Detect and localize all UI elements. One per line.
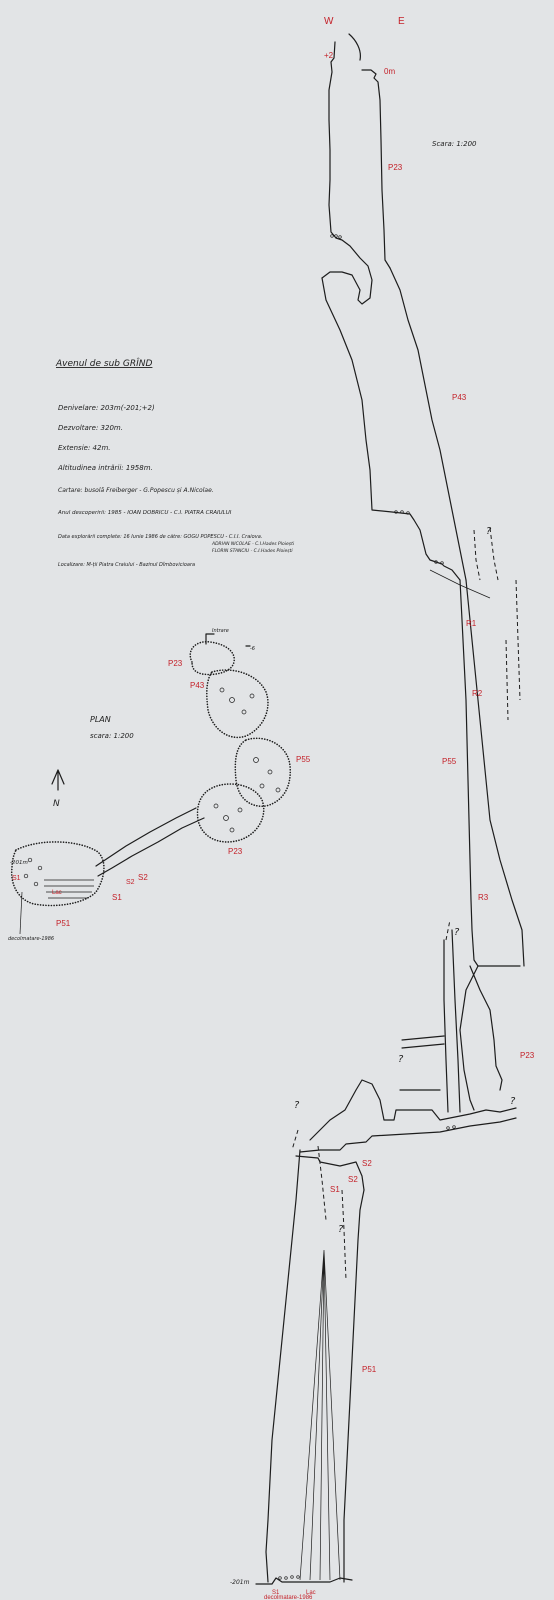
floor-pebbles: [278, 234, 456, 1580]
p23-mid-outline: [459, 965, 503, 1111]
info-dezvoltare: Dezvoltare: 320m.: [58, 424, 123, 432]
plan-p43-label: P43: [190, 681, 205, 690]
elev-zero-label: 0m: [384, 67, 395, 76]
plan-gallery: [95, 807, 205, 877]
p43-shaft-outline: [321, 267, 467, 581]
lac-label: Lac: [306, 1590, 316, 1596]
gallery-floor-steps: [295, 1117, 517, 1191]
decolmatare-label: decolmatare-1986: [264, 1595, 313, 1600]
plan-p55-chamber: [234, 737, 291, 807]
info-explorare: Data explorării complete: 16 Iunie 1986 …: [58, 534, 262, 540]
p23-lower-bulge: [321, 237, 373, 305]
p43-unexplored-dash: [473, 527, 499, 581]
info-denivelare: Denivelare: 203m(-201;+2): [58, 404, 155, 412]
info-explorer-3: FLORIN STANCIU - C.I.Hades Ploiești: [212, 548, 293, 554]
p55-label: P55: [442, 757, 457, 766]
plan-p55-label: P55: [296, 755, 311, 764]
info-extensie: Extensie: 42m.: [58, 444, 111, 452]
p51-shaft-outline: [265, 1149, 365, 1583]
elev-plus2-label: +2: [324, 51, 334, 60]
plan-p51-chamber: [10, 841, 105, 907]
plan-lac-hatching: [44, 879, 94, 899]
p51-dashed-walls: [291, 1129, 347, 1281]
plan-p23-mid-label: P23: [228, 847, 243, 856]
plan-intrare-label: Intrare: [212, 628, 229, 634]
plan-view: PLAN scara: 1:200 N Intrare -6 P23 P43 P…: [8, 628, 311, 942]
info-descoperire: Anul descoperirii: 1985 - IOAN DOBRICU -…: [57, 510, 232, 516]
question-mark-2: ?: [454, 927, 460, 938]
plan-s1-label: S1: [112, 893, 122, 902]
north-label: N: [53, 799, 60, 809]
plan-scale: scara: 1:200: [90, 732, 134, 740]
plan-minus6-label: -6: [250, 646, 255, 652]
info-block: Avenul de sub GRÎND Denivelare: 203m(-20…: [55, 357, 295, 568]
p23-mid-label: P23: [520, 1051, 535, 1060]
plan-decolmatare-label: decolmatare-1986: [8, 936, 54, 942]
question-mark-3: ?: [398, 1054, 404, 1065]
p55-shaft-outline: [459, 579, 525, 967]
s1-label: S1: [330, 1185, 340, 1194]
plan-decolmatare-leader: [19, 891, 23, 935]
plan-s1-red-label: S1: [12, 875, 21, 882]
r3-label: R3: [478, 893, 489, 902]
question-mark-5: ?: [294, 1100, 300, 1111]
entrance-marker: [205, 633, 251, 647]
plan-s2-label: S2: [138, 873, 148, 882]
plan-p51-label: P51: [56, 919, 71, 928]
p23-parallel-shaft: [443, 929, 461, 1113]
compass-e-label: E: [398, 16, 405, 27]
p55-side-dash: [505, 579, 521, 721]
p51-label: P51: [362, 1365, 377, 1374]
entrance-outline: [328, 33, 391, 269]
plan-p43-chamber: [206, 669, 269, 739]
info-localizare: Localizare: M-ții Piatra Craiului - Bazi…: [58, 561, 195, 568]
compass-w-label: W: [324, 16, 334, 27]
p23-top-label: P23: [388, 163, 403, 172]
s2b-label: S2: [348, 1175, 358, 1184]
plan-p23-top-label: P23: [168, 659, 183, 668]
p51-debris-fans: [299, 1249, 341, 1581]
question-mark-1: ?: [486, 526, 492, 537]
plan-title: PLAN: [90, 715, 111, 724]
question-mark-4: ?: [510, 1096, 516, 1107]
p23-shaft-dash: [445, 919, 451, 941]
plan-lac-label: Lac: [52, 890, 62, 896]
section-scale-label: Scara: 1:200: [432, 140, 477, 148]
plan-depth-label: -201m: [10, 860, 28, 866]
cave-title: Avenul de sub GRÎND: [55, 357, 152, 369]
info-explorer-2: ADRIAN NICOLAE - C.I.Hades Ploiești: [211, 541, 295, 547]
info-altitudine: Altitudinea intrării: 1958m.: [57, 464, 153, 472]
gallery-roof: [309, 1079, 517, 1141]
bottom-s1-label: S1: [272, 1590, 280, 1596]
p51-floor: [255, 1577, 353, 1585]
north-arrow-icon: N: [51, 769, 65, 809]
section-view: W E Scara: 1:200: [230, 16, 535, 1600]
info-cartare: Cartare: busolă Freiberger - G.Popescu ș…: [58, 487, 214, 494]
plan-p23-mid-chamber: [196, 783, 265, 843]
plan-s2b-label: S2: [126, 879, 135, 886]
r1-label: R1: [466, 619, 477, 628]
r2-label: R2: [472, 689, 483, 698]
depth-label: -201m: [230, 1579, 250, 1586]
side-passage-outline: [399, 1035, 445, 1091]
question-mark-6: ?: [338, 1224, 344, 1235]
p43-label: P43: [452, 393, 467, 402]
s2a-label: S2: [362, 1159, 372, 1168]
plan-boulders: [23, 687, 281, 887]
